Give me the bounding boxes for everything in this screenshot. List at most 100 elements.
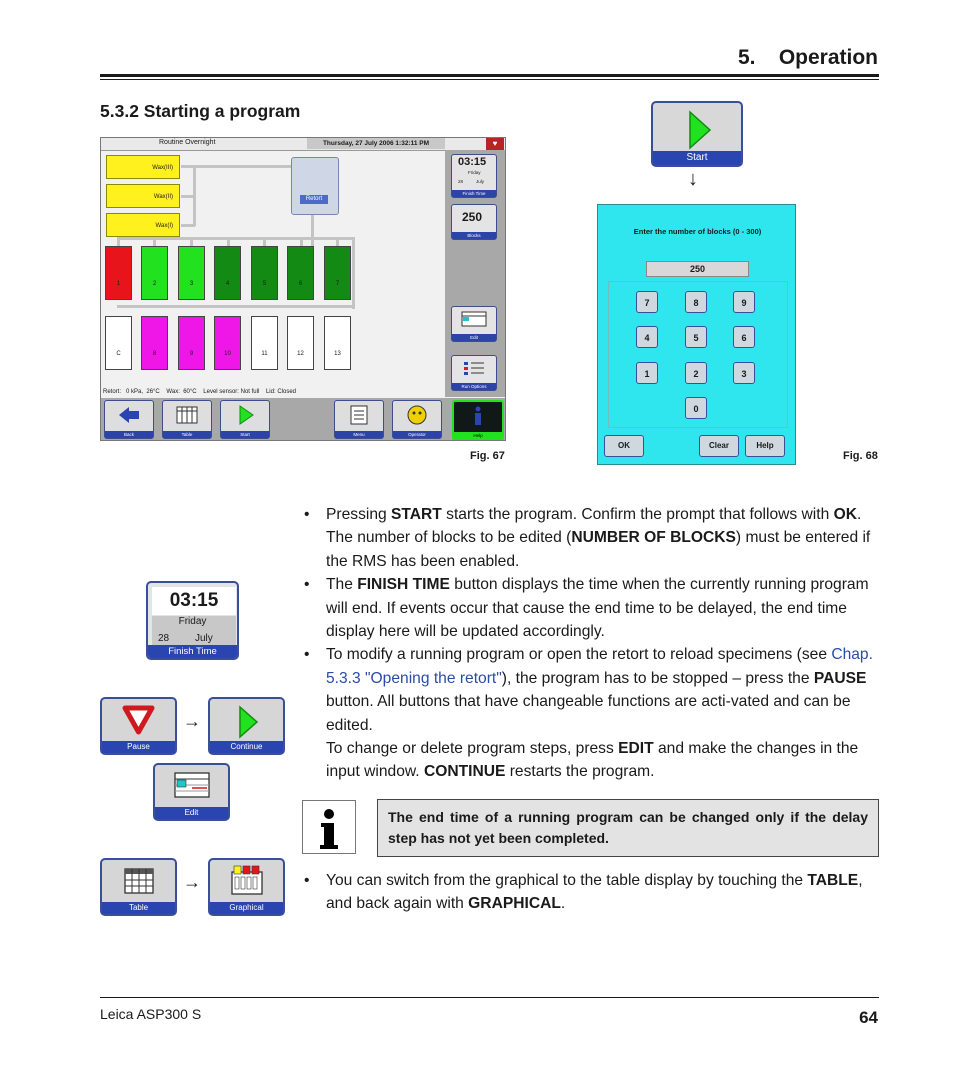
program-name: Routine Overnight	[159, 139, 216, 146]
edit-mini-button: Edit	[451, 306, 497, 342]
help-mini-button: Help	[452, 400, 504, 440]
paragraph-edit: To change or delete program steps, press…	[326, 740, 859, 781]
key-0[interactable]: 0	[685, 397, 707, 419]
operator-mini-button: Operator	[392, 400, 442, 439]
finish-time-button[interactable]: 03:15 Friday 28 July Finish Time	[146, 581, 239, 660]
run-options-mini-button: Run Options	[451, 355, 497, 391]
product-name: Leica ASP300 S	[100, 1006, 202, 1022]
key-7[interactable]: 7	[636, 291, 658, 313]
ok-button[interactable]: OK	[604, 435, 644, 457]
graphical-button[interactable]: Graphical	[208, 858, 285, 916]
continue-label: Continue	[210, 741, 283, 753]
graphical-label: Graphical	[210, 902, 283, 914]
station-8: 8	[141, 316, 168, 370]
start-triangle-icon	[689, 110, 712, 150]
edit-icon	[174, 772, 210, 798]
section-title: 5.3.2 Starting a program	[100, 101, 301, 121]
station-1: 1	[105, 246, 132, 300]
fig68-label: Fig. 68	[843, 450, 878, 462]
continue-triangle-icon	[239, 705, 259, 739]
screen-title-bar: Routine Overnight Thursday, 27 July 2006…	[101, 138, 505, 151]
back-arrow-icon	[119, 407, 139, 423]
finish-time-label: Finish Time	[148, 645, 237, 658]
station-3: 3	[178, 246, 205, 300]
retort-label: Retort	[300, 195, 328, 204]
station-2: 2	[141, 246, 168, 300]
operator-icon	[407, 405, 427, 425]
fig67-label: Fig. 67	[470, 450, 505, 462]
keypad-prompt: Enter the number of blocks (0 - 300)	[633, 227, 762, 236]
table-icon	[124, 868, 154, 894]
key-8[interactable]: 8	[685, 291, 707, 313]
key-2[interactable]: 2	[685, 362, 707, 384]
table-icon	[176, 406, 198, 424]
bullet-pause: To modify a running program or open the …	[304, 643, 880, 737]
info-icon	[475, 406, 481, 425]
keypad-display: 250	[646, 261, 749, 277]
station-c: C	[105, 316, 132, 370]
chapter-link[interactable]: Chap. 5.3.3 "Opening the retort"	[326, 646, 873, 687]
clear-button[interactable]: Clear	[699, 435, 739, 457]
start-triangle-icon	[239, 405, 254, 425]
key-3[interactable]: 3	[733, 362, 755, 384]
finish-day: Friday	[178, 616, 207, 627]
continue-button[interactable]: Continue	[208, 697, 285, 755]
menu-book-icon	[350, 405, 368, 425]
bullet-start: Pressing START starts the program. Confi…	[304, 503, 880, 573]
finish-date: 28	[158, 633, 170, 644]
status-line: Retort: 0 kPa, 26°C Wax: 60°C Level sens…	[103, 389, 296, 395]
pause-label: Pause	[102, 741, 175, 753]
key-6[interactable]: 6	[733, 326, 755, 348]
chapter-heading: 5. Operation	[737, 46, 878, 69]
blocks-mini-button: 250 Blocks	[451, 204, 497, 240]
wax-bath-3: Wax(III)	[106, 155, 180, 179]
station-10: 10	[214, 316, 241, 370]
station-13: 13	[324, 316, 351, 370]
header-rule-thin	[100, 79, 879, 80]
station-5: 5	[251, 246, 278, 300]
finish-month: July	[195, 633, 213, 644]
station-4: 4	[214, 246, 241, 300]
graphical-icon	[231, 865, 263, 895]
back-mini-button: Back	[104, 400, 154, 439]
help-button[interactable]: Help	[745, 435, 785, 457]
edit-label: Edit	[155, 807, 228, 819]
edit-icon	[461, 311, 487, 327]
start-button[interactable]: Start	[651, 101, 743, 167]
arrow-right-icon: →	[183, 711, 201, 731]
keypad-frame	[608, 281, 788, 428]
program-screen-figure: Routine Overnight Thursday, 27 July 2006…	[100, 137, 506, 441]
key-4[interactable]: 4	[636, 326, 658, 348]
bullet-finish-time: The FINISH TIME button displays the time…	[304, 573, 880, 643]
table-label: Table	[102, 902, 175, 914]
table-mini-button: Table	[162, 400, 212, 439]
footer-rule	[100, 997, 879, 998]
pause-triangle-icon	[122, 705, 155, 735]
table-button[interactable]: Table	[100, 858, 177, 916]
wax-bath-1: Wax(I)	[106, 213, 180, 237]
menu-mini-button: Menu	[334, 400, 384, 439]
station-6: 6	[287, 246, 314, 300]
pause-button[interactable]: Pause	[100, 697, 177, 755]
screen-datetime: Thursday, 27 July 2006 1:32:11 PM	[307, 138, 445, 149]
station-9: 9	[178, 316, 205, 370]
key-9[interactable]: 9	[733, 291, 755, 313]
finish-time-mini-button: 03:15 Friday 28 July Finish Time	[451, 154, 497, 198]
key-1[interactable]: 1	[636, 362, 658, 384]
station-7: 7	[324, 246, 351, 300]
bullet-table: You can switch from the graphical to the…	[304, 869, 880, 916]
station-11: 11	[251, 316, 278, 370]
page-number: 64	[859, 1008, 878, 1027]
instruction-list: Pressing START starts the program. Confi…	[304, 503, 880, 784]
arrow-right-icon: →	[183, 872, 201, 892]
edit-button[interactable]: Edit	[153, 763, 230, 821]
wax-bath-2: Wax(II)	[106, 184, 180, 208]
start-button-label: Start	[653, 151, 741, 165]
note-box: The end time of a running program can be…	[377, 799, 879, 857]
key-5[interactable]: 5	[685, 326, 707, 348]
station-12: 12	[287, 316, 314, 370]
heart-icon: ♥	[486, 138, 504, 150]
finish-time-value: 03:15	[152, 587, 236, 615]
run-options-icon	[464, 362, 484, 375]
start-mini-button: Start	[220, 400, 270, 439]
